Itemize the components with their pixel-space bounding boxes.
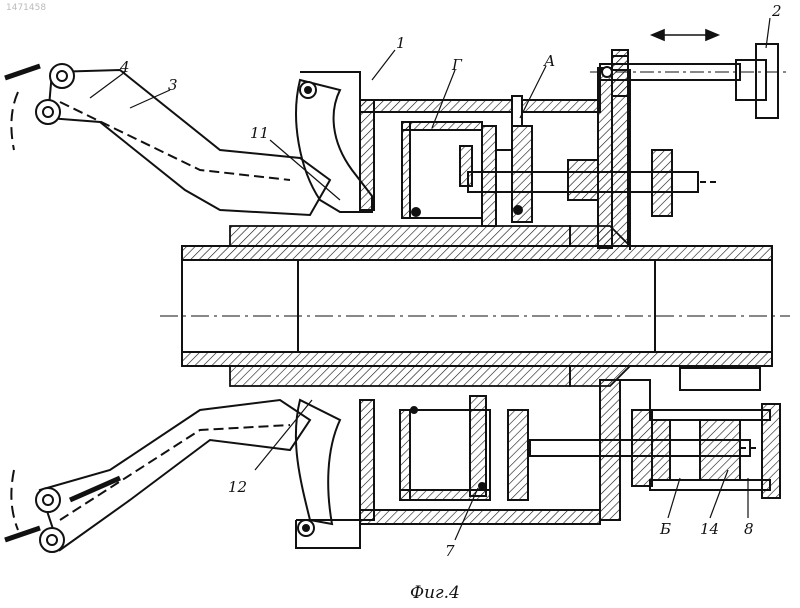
label-3: 3 xyxy=(168,76,178,94)
label-8: 8 xyxy=(744,520,754,538)
upper-lever xyxy=(5,64,372,215)
label-7: 7 xyxy=(445,542,455,560)
label-12: 12 xyxy=(228,478,247,496)
label-2: 2 xyxy=(771,2,782,20)
label-1: 1 xyxy=(396,34,406,52)
label-4: 4 xyxy=(119,58,130,76)
figure-caption: Фиг.4 xyxy=(410,583,460,603)
move-arrow xyxy=(652,30,718,40)
pipe xyxy=(182,246,772,366)
label-A: А xyxy=(543,52,555,70)
callouts: 1 2 3 4 Г А 11 12 7 Б 14 8 xyxy=(119,2,782,560)
label-G: Г xyxy=(451,56,463,74)
label-14: 14 xyxy=(700,520,719,538)
corner-number: 1471458 xyxy=(6,3,46,13)
label-11: 11 xyxy=(250,124,269,142)
label-B: Б xyxy=(659,520,671,538)
lower-lever xyxy=(5,400,340,552)
upper-housing xyxy=(300,56,720,250)
